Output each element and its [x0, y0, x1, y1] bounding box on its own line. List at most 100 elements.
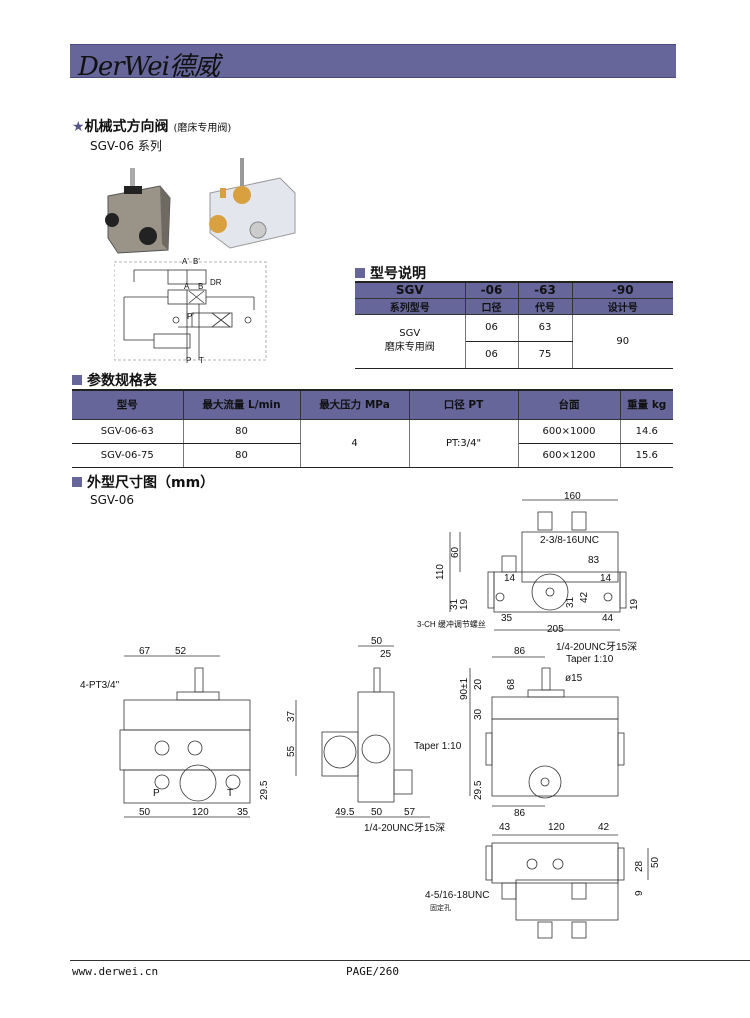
- cell: 15.6: [619, 443, 673, 468]
- dim-label: 83: [588, 555, 600, 566]
- spec-heading: 参数规格表: [72, 370, 157, 390]
- cell: PT:3/4": [408, 419, 519, 468]
- dim-label: 42: [579, 591, 590, 603]
- schematic-label: DR: [210, 278, 222, 287]
- cell: 80: [182, 419, 301, 444]
- valve-photo-2: [209, 158, 296, 249]
- dimension-drawings: [119, 499, 649, 939]
- page-number: PAGE/260: [346, 965, 399, 978]
- dim-label: 20: [473, 678, 484, 690]
- dims-model: SGV-06: [90, 493, 135, 507]
- header-banner: DerWei德威: [70, 44, 676, 82]
- product-name: 机械式方向阀: [84, 119, 169, 135]
- column-header: 型号: [72, 389, 184, 420]
- cell: 600×1000: [517, 419, 621, 444]
- cell: 600×1200: [517, 443, 621, 468]
- dim-label: 205: [547, 624, 564, 635]
- heading-text: 参数规格表: [87, 373, 157, 389]
- bottom-view-drawing: [485, 834, 649, 939]
- dim-label: 55: [286, 745, 297, 757]
- code-cell: -90: [571, 281, 673, 299]
- cell: 06: [464, 314, 519, 342]
- series-cell: SGV 磨床专用阀: [355, 314, 466, 369]
- name-cell: 设计号: [571, 297, 673, 315]
- dim-label: T: [227, 788, 234, 799]
- dim-label: 50: [371, 636, 383, 647]
- cell: SGV-06-63: [72, 419, 184, 444]
- dim-label: 4-PT3/4": [80, 680, 120, 691]
- dim-label: 37: [286, 710, 297, 722]
- dim-label: 31: [565, 596, 576, 608]
- dim-label: Taper 1:10: [566, 654, 614, 665]
- dim-label: 固定孔: [430, 905, 451, 912]
- dim-label: 60: [450, 546, 461, 558]
- dim-label: 4-5/16-18UNC: [425, 890, 490, 901]
- dim-label: 120: [548, 822, 565, 833]
- cell: 75: [517, 341, 572, 369]
- column-header: 口径 PT: [408, 389, 519, 420]
- dim-label: P: [153, 788, 160, 799]
- schematic-label: A: [184, 282, 190, 291]
- name-cell: 代号: [517, 297, 573, 315]
- series-code: SGV: [399, 328, 421, 339]
- column-header: 台面: [517, 389, 621, 420]
- valve-photo-1: [105, 168, 171, 254]
- dim-label: 160: [564, 491, 581, 502]
- model-explain-heading: 型号说明: [355, 263, 426, 283]
- series-label: SGV-06 系列: [90, 139, 162, 153]
- series-desc: 磨床专用阀: [384, 342, 435, 353]
- dim-label: 28: [634, 860, 645, 872]
- cell: 90: [571, 314, 673, 369]
- dim-label: 67: [139, 646, 151, 657]
- product-subtitle: (磨床专用阀): [173, 123, 232, 134]
- dim-label: 29.5: [259, 780, 270, 800]
- dim-label: 1/4-20UNC牙15深: [556, 642, 638, 653]
- cell: SGV-06-75: [72, 443, 184, 468]
- name-cell: 系列型号: [355, 297, 466, 315]
- schematic-label: A': [182, 257, 189, 266]
- dim-label: 120: [192, 807, 209, 818]
- heading-text: 型号说明: [370, 266, 426, 282]
- column-header: 最大流量 L/min: [182, 389, 301, 420]
- dim-label: 3-CH 缓冲调节螺丝: [417, 620, 486, 629]
- cell: 4: [299, 419, 410, 468]
- column-header: 最大压力 MPa: [299, 389, 410, 420]
- dims-heading: 外型尺寸图（mm）: [72, 472, 214, 492]
- square-bullet-icon: [355, 268, 365, 278]
- code-cell: -63: [517, 281, 573, 299]
- dim-label: 19: [459, 598, 470, 610]
- schematic-label: P': [187, 312, 194, 321]
- dim-label: 86: [514, 808, 526, 819]
- hydraulic-schematic: [114, 261, 267, 361]
- dim-label: 68: [506, 678, 517, 690]
- footer-url[interactable]: www.derwei.cn: [72, 965, 159, 978]
- dim-label: 86: [514, 646, 526, 657]
- product-photos: [105, 158, 296, 254]
- cell: 80: [182, 443, 301, 468]
- dim-label: 25: [380, 649, 392, 660]
- dim-label: 110: [435, 564, 446, 580]
- name-cell: 口径: [464, 297, 519, 315]
- front-view-drawing: [469, 656, 625, 807]
- dim-label: 35: [501, 613, 513, 624]
- square-bullet-icon: [72, 375, 82, 385]
- dim-label: 44: [602, 613, 614, 624]
- left-view-drawing: [119, 655, 251, 818]
- dim-label: 9: [634, 890, 645, 896]
- cell: 14.6: [619, 419, 673, 444]
- dim-label: 50: [371, 807, 383, 818]
- dim-label: 19: [629, 598, 640, 610]
- dim-label: 1/4-20UNC牙15深: [364, 823, 446, 834]
- dim-label: Taper 1:10: [414, 741, 462, 752]
- dim-label: 42: [598, 822, 610, 833]
- dim-label: ø15: [565, 673, 583, 684]
- top-view-drawing: [449, 499, 627, 631]
- schematic-label: P: [186, 356, 192, 365]
- dim-label: 35: [237, 807, 249, 818]
- dim-label: 57: [404, 807, 416, 818]
- heading-text: 外型尺寸图（mm）: [87, 475, 215, 491]
- code-cell: SGV: [355, 281, 466, 299]
- dim-label: 50: [650, 856, 661, 868]
- schematic-label: B: [198, 282, 204, 291]
- dim-label: 14: [504, 573, 516, 584]
